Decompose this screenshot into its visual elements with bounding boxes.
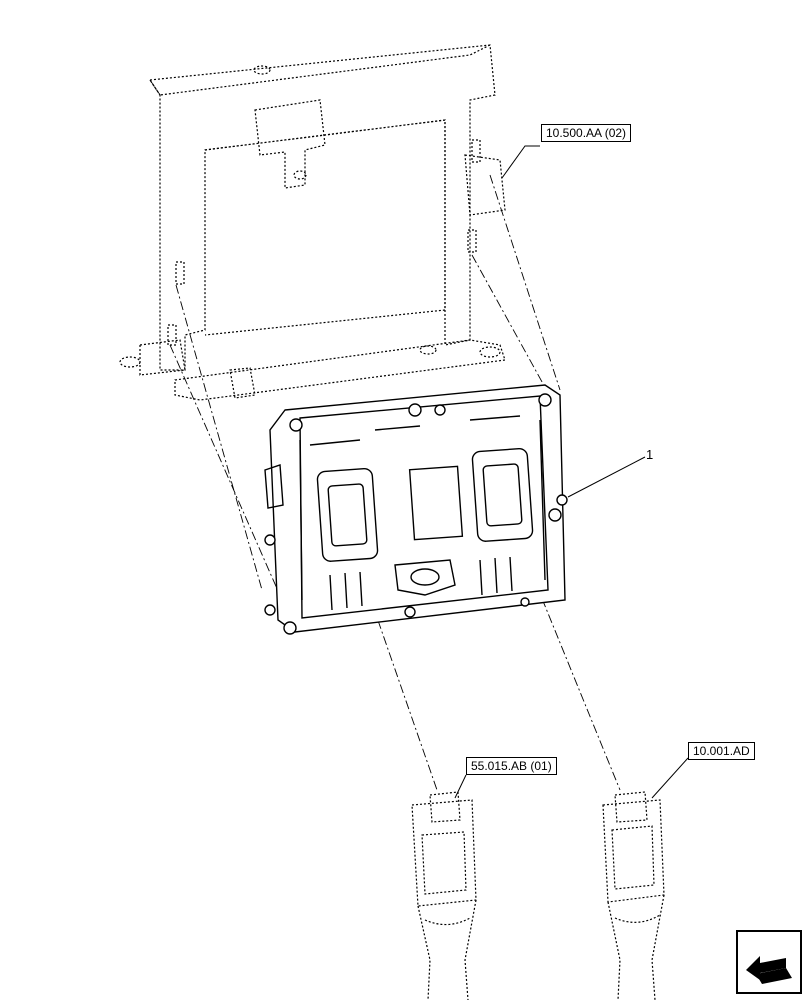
reference-leader-frame: [501, 145, 540, 179]
reference-frame-label: 10.500.AA (02): [541, 124, 632, 142]
arrow-navigation-icon[interactable]: [736, 930, 802, 994]
mounting-bracket: [119, 44, 506, 401]
reference-connector-right-label: 10.001.AD: [688, 742, 755, 760]
reference-connector-left-label: 55.015.AB (01): [466, 757, 557, 775]
harness-connector-right: [602, 791, 665, 1000]
callout-item-1: 1: [646, 447, 654, 462]
callout-leader-1: [567, 456, 646, 498]
alignment-lines: [169, 174, 621, 791]
reference-leader-connector-right: [651, 757, 689, 799]
reference-leader-connector-left: [454, 774, 467, 799]
harness-connector-left: [411, 791, 477, 1000]
control-module: [264, 384, 568, 635]
